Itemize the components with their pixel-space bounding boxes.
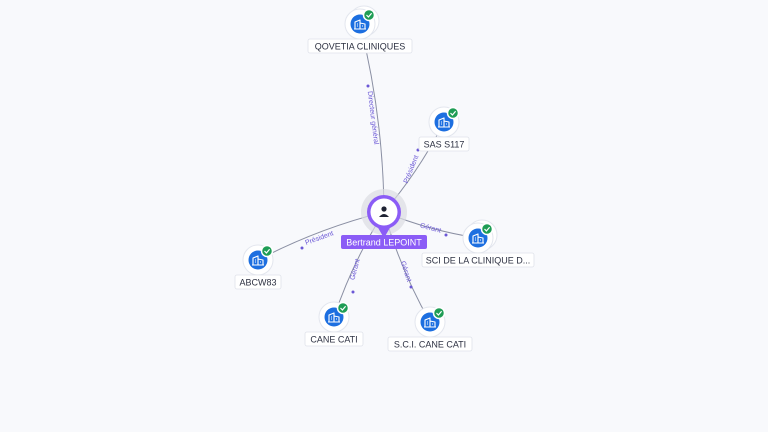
window-marks [357,23,363,27]
verified-check-icon [260,244,274,258]
company-name: S.C.I. CANE CATI [394,340,466,350]
window-marks [427,321,433,325]
pin-tail [377,226,391,238]
check-glyph [340,305,347,311]
company-node-cane[interactable]: CANE CATI [304,301,364,347]
edge-arrow-icon [351,290,355,294]
building-glyph [354,19,366,30]
person-name: Bertrand LEPOINT [346,238,422,248]
company-node-sci_clinique[interactable]: SCI DE LA CLINIQUE D... [421,219,535,268]
node-label-box [418,136,470,152]
verified-check-icon [432,306,446,320]
company-node-sci_cane[interactable]: S.C.I. CANE CATI [387,306,473,352]
window-marks [441,121,447,125]
person-icon [381,206,387,212]
node-label-box [387,336,473,352]
check-glyph [366,12,373,18]
company-node-sas117[interactable]: SAS S117 [418,106,470,152]
check-glyph [450,110,457,116]
building-glyph [438,117,450,128]
node-label-box [304,331,364,347]
verified-check-icon [362,8,376,22]
person-node[interactable]: Bertrand LEPOINT [341,189,427,249]
node-label-box [234,274,282,290]
person-label-box [341,235,427,249]
window-marks [331,316,337,320]
person-inner [370,198,398,226]
check-glyph [264,248,271,254]
company-node-abcw83[interactable]: ABCW83 [234,244,282,290]
check-glyph [436,310,443,316]
node-label-box [421,252,535,268]
company-name: CANE CATI [310,335,357,345]
building-glyph [472,233,484,244]
company-name: QOVETIA CLINIQUES [315,42,406,52]
verified-check-icon [480,222,494,236]
company-name: SAS S117 [424,140,465,150]
edge-label: Président [403,154,421,184]
window-marks [255,259,261,263]
edge-arrow-icon [366,84,370,88]
person-body-glyph [379,214,389,217]
node-label-box [307,38,413,54]
check-glyph [484,226,491,232]
verified-check-icon [446,106,460,120]
edge-arrow-icon [444,233,448,237]
company-name: SCI DE LA CLINIQUE D... [426,256,531,266]
building-glyph [328,312,340,323]
edge-arrow-icon [409,285,413,289]
edge-label: Gérant [419,222,442,234]
company-name: ABCW83 [239,278,276,288]
window-marks [475,237,481,241]
building-glyph [252,255,264,266]
edge-label: Gérant [349,258,361,281]
edge-arrow-icon [300,246,304,250]
building-glyph [424,317,436,328]
edge-label: Gérant [399,260,412,283]
verified-check-icon [336,301,350,315]
company-node-qovetia[interactable]: QOVETIA CLINIQUES [307,5,413,54]
